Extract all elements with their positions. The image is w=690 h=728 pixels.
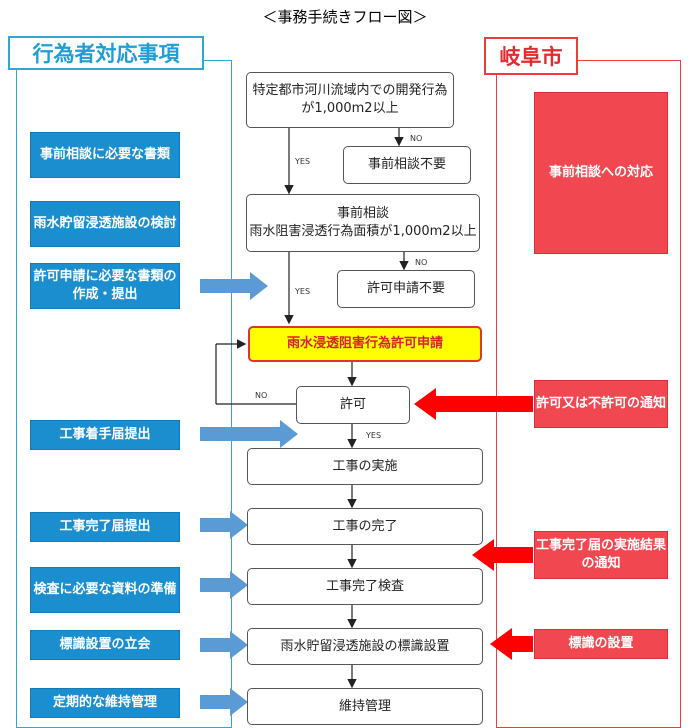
no-label: NO <box>255 391 268 400</box>
arrow-sign-attendance <box>200 631 248 659</box>
yes-label: YES <box>366 431 382 440</box>
actor-item-maintenance: 定期的な維持管理 <box>30 688 180 718</box>
flow-completion: 工事の完了 <box>247 508 483 545</box>
city-column-heading: 岐阜市 <box>484 37 578 75</box>
actor-item-application-documents: 許可申請に必要な書類の作成・提出 <box>30 263 180 309</box>
flow-sign-installation: 雨水貯留浸透施設の標識設置 <box>247 628 483 665</box>
actor-item-completion-notice: 工事完了届提出 <box>30 512 180 542</box>
flow-permit: 許可 <box>296 386 410 424</box>
actor-item-inspection-materials: 検査に必要な資料の準備 <box>30 567 180 613</box>
actor-item-sign-attendance: 標識設置の立会 <box>30 630 180 660</box>
flow-inspection: 工事完了検査 <box>247 568 483 605</box>
yes-label: YES <box>295 287 311 296</box>
city-item-consultation-response: 事前相談への対応 <box>534 92 668 254</box>
arrow-completion-result <box>472 539 533 571</box>
page-title: ＜事務手続きフロー図＞ <box>262 8 428 26</box>
flow-construction: 工事の実施 <box>247 448 483 485</box>
flow-no-consultation: 事前相談不要 <box>343 146 471 184</box>
no-label: NO <box>415 258 428 267</box>
flow-step-development-check: 特定都市河川流域内での開発行為が1,000m2以上 <box>246 72 454 128</box>
actor-item-consult-documents: 事前相談に必要な書類 <box>30 132 180 178</box>
arrow-start-notice <box>200 420 298 448</box>
actor-item-start-notice: 工事着手届提出 <box>30 420 180 450</box>
arrow-maintenance <box>200 688 248 716</box>
city-item-completion-result: 工事完了届の実施結果の通知 <box>534 531 668 579</box>
flow-maintenance: 維持管理 <box>247 688 483 725</box>
arrow-sign-installation <box>490 628 533 660</box>
arrow-completion-notice <box>200 511 248 539</box>
flow-permit-application: 雨水浸透阻害行為許可申請 <box>248 326 482 362</box>
arrow-inspection-materials <box>200 571 248 599</box>
actor-column-heading: 行為者対応事項 <box>8 36 204 70</box>
flow-no-permit: 許可申請不要 <box>337 270 475 308</box>
consultation-title: 事前相談 <box>336 206 389 222</box>
consultation-condition: 雨水阻害浸透行為面積が1,000m2以上 <box>249 224 477 239</box>
no-label: NO <box>410 134 423 143</box>
arrow-submit-to-application <box>200 272 268 300</box>
arrow-permit-notice <box>414 388 533 420</box>
yes-label: YES <box>295 157 311 166</box>
actor-item-facility-study: 雨水貯留浸透施設の検討 <box>30 201 180 247</box>
city-item-sign-installation: 標識の設置 <box>534 629 668 659</box>
flow-step-consultation: 事前相談 雨水阻害浸透行為面積が1,000m2以上 <box>246 194 480 252</box>
city-item-permit-notice: 許可又は不許可の通知 <box>534 380 668 428</box>
